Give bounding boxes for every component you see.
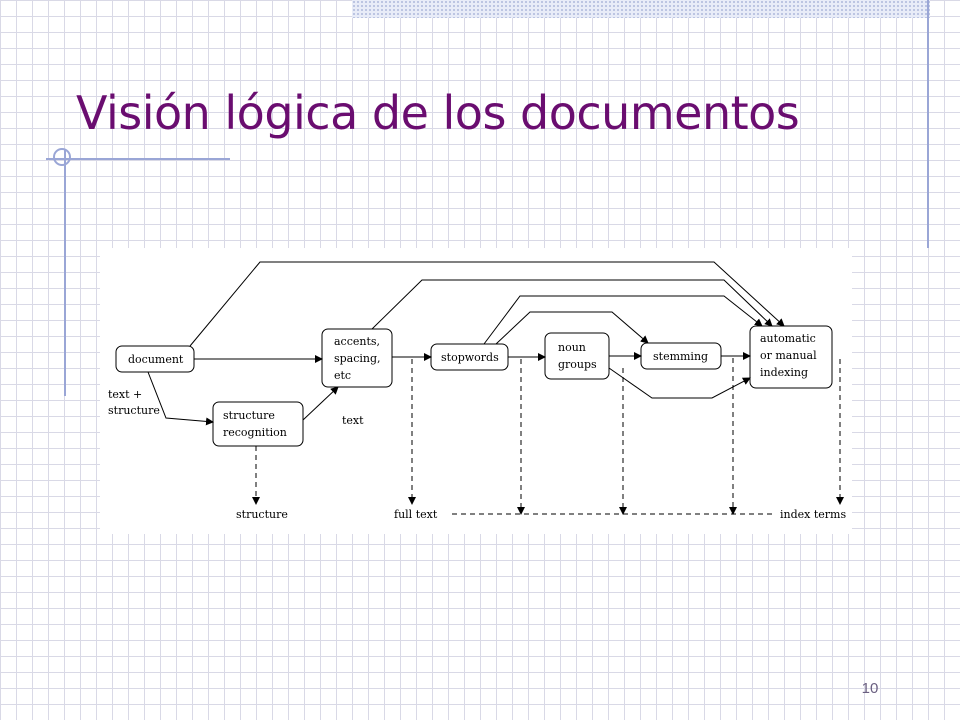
node-noun-groups-line-1: noun (558, 341, 586, 354)
edge-document-bypass-to-indexing (189, 261, 785, 347)
label-text-structure-line-2: structure (108, 404, 160, 417)
node-accents-line-2: spacing, (334, 352, 381, 365)
page-number: 10 (861, 680, 879, 697)
top-decoration-band (352, 0, 930, 18)
node-structure-recognition-line-2: recognition (223, 426, 287, 439)
right-vertical-rule (927, 0, 929, 248)
left-vertical-rule (64, 150, 66, 396)
node-document-label: document (128, 353, 184, 366)
output-index-terms-label: index terms (780, 508, 846, 521)
edge-document-to-structure-recognition (147, 371, 214, 426)
node-structure-recognition-line-1: structure (223, 409, 275, 422)
output-full-text-label: full text (394, 508, 438, 521)
node-noun-groups: noun groups (544, 332, 610, 380)
edge-accents-bypass-to-indexing (371, 279, 773, 330)
node-stopwords: stopwords (430, 343, 509, 371)
node-stopwords-label: stopwords (441, 351, 499, 364)
slide-title: Visión lógica de los documentos (76, 86, 800, 140)
node-stemming-label: stemming (653, 350, 708, 363)
node-noun-groups-line-2: groups (558, 358, 597, 371)
node-stemming: stemming (640, 342, 722, 370)
node-accents-line-1: accents, (334, 335, 380, 348)
edge-stopwords-bypass-to-stemming (495, 311, 649, 345)
edge-structure-recognition-to-accents (302, 386, 339, 421)
node-accents-line-3: etc (334, 369, 351, 382)
node-indexing: automatic or manual indexing (749, 325, 833, 389)
title-underline-rule (64, 158, 230, 160)
edge-noun-groups-bypass-to-indexing (608, 367, 751, 399)
node-indexing-line-3: indexing (760, 366, 808, 379)
diagram-canvas: document accents, spacing, etc stopwords… (108, 261, 846, 521)
output-structure-label: structure (236, 508, 288, 521)
node-document: document (115, 345, 195, 373)
label-text-structure-line-1: text + (108, 388, 142, 401)
node-indexing-line-2: or manual (760, 349, 817, 362)
node-indexing-line-1: automatic (760, 332, 816, 345)
node-structure-recognition: structure recognition (212, 401, 304, 447)
label-text: text (342, 414, 364, 427)
edge-stopwords-bypass-to-indexing (483, 295, 763, 345)
title-rule-circle (53, 148, 71, 166)
logical-view-diagram: document accents, spacing, etc stopwords… (100, 248, 852, 534)
node-accents: accents, spacing, etc (321, 328, 393, 388)
